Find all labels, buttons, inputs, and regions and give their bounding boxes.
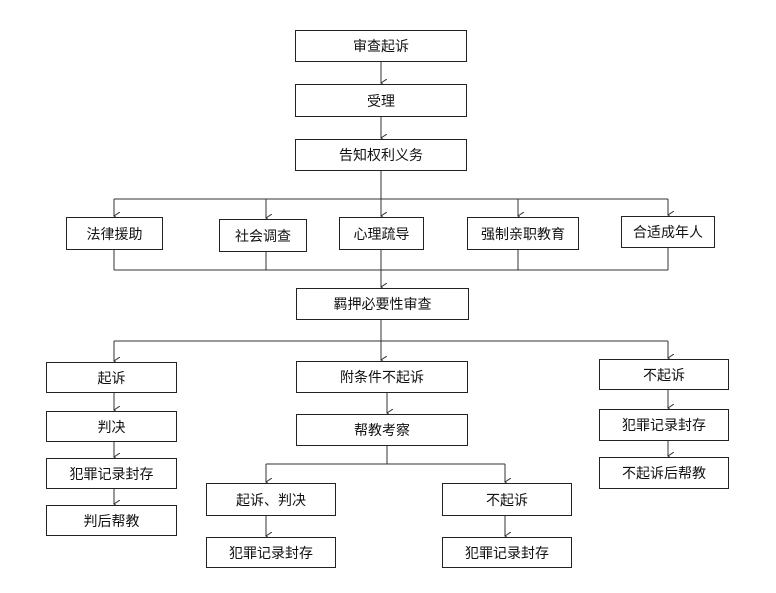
node-adult-presence: 合适成年人 xyxy=(621,216,715,248)
node-parental-education: 强制亲职教育 xyxy=(467,217,579,250)
node-mid-not-prosecute: 不起诉 xyxy=(442,483,572,516)
node-left-post-help: 判后帮教 xyxy=(46,505,177,536)
node-mid-seal-a: 犯罪记录封存 xyxy=(206,537,336,568)
node-left-judgment: 判决 xyxy=(46,411,177,442)
node-acceptance: 受理 xyxy=(295,84,467,117)
node-left-prosecute: 起诉 xyxy=(46,362,177,393)
node-legal-aid: 法律援助 xyxy=(66,217,163,250)
node-inform-rights: 告知权利义务 xyxy=(295,139,467,171)
node-left-seal: 犯罪记录封存 xyxy=(46,458,177,489)
node-detention-review: 羁押必要性审查 xyxy=(296,288,469,320)
node-mid-conditional: 附条件不起诉 xyxy=(296,361,468,393)
node-right-seal: 犯罪记录封存 xyxy=(599,409,729,441)
node-mid-supervision: 帮教考察 xyxy=(296,414,468,446)
node-right-post-help: 不起诉后帮教 xyxy=(599,457,729,489)
node-social-investigation: 社会调查 xyxy=(219,219,307,252)
node-mid-prosecute-judgment: 起诉、判决 xyxy=(206,483,336,516)
node-mid-seal-b: 犯罪记录封存 xyxy=(442,537,572,568)
node-right-not-prosecute: 不起诉 xyxy=(599,359,729,390)
node-psych-counseling: 心理疏导 xyxy=(339,217,424,250)
node-review-prosecution: 审查起诉 xyxy=(295,30,467,62)
